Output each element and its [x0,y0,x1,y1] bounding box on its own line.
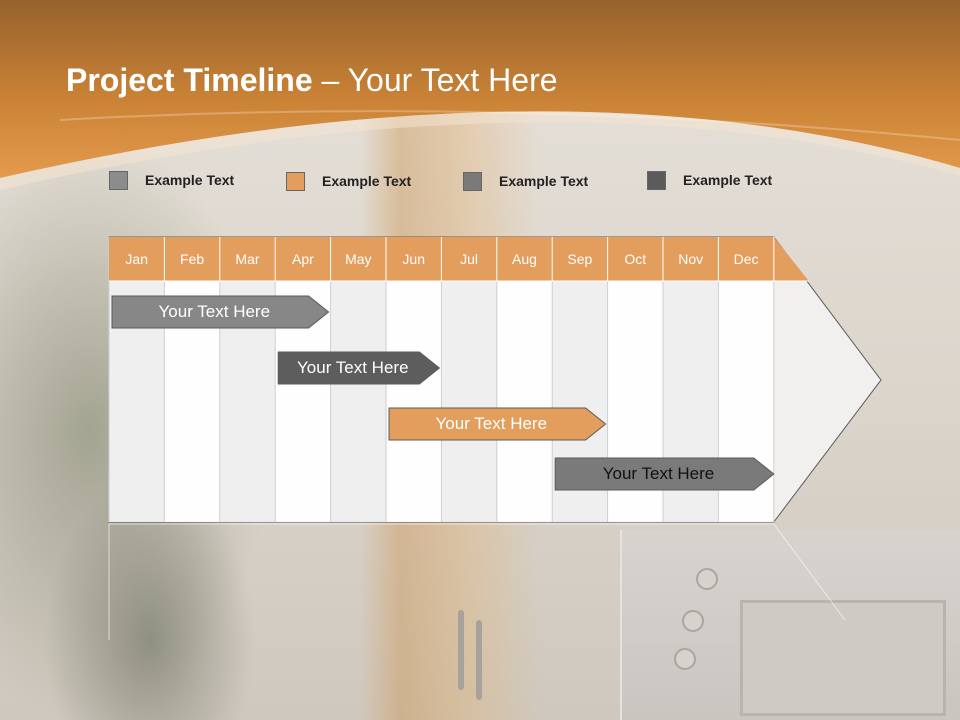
task-arrow [111,295,330,329]
month-column [496,281,553,522]
month-label: Apr [291,251,314,267]
task-label: Your Text Here [297,358,409,377]
reflection-line [773,523,846,621]
background-control-panel [740,600,946,716]
task-label: Your Text Here [602,464,715,483]
legend-swatch-icon [286,172,305,191]
background-knob [674,648,696,670]
month-header-row [109,237,809,281]
legend-label: Example Text [499,173,589,189]
month-label: Mar [235,251,260,267]
task-arrow [277,351,441,385]
page-title: Project Timeline – Your Text Here [66,62,558,99]
background-handle [458,610,464,690]
title-strong: Project Timeline [66,62,313,98]
month-label: May [345,251,372,267]
legend-swatch-icon [109,171,128,190]
legend-swatch-icon [647,171,666,190]
legend-swatch-icon [463,172,482,191]
task-arrow [388,407,607,441]
month-column [441,281,497,522]
header-band [0,0,960,190]
month-column [386,281,442,522]
month-label: Jul [460,251,479,267]
month-label: Jun [402,251,425,267]
title-rest: – Your Text Here [312,62,558,98]
month-label: Nov [678,251,704,267]
background-knob [696,568,718,590]
legend-label: Example Text [322,173,412,189]
month-label: Dec [733,251,759,267]
month-label: Aug [512,251,537,267]
task-label: Your Text Here [435,414,548,433]
month-label: Oct [624,251,647,267]
task-label: Your Text Here [158,302,271,321]
legend-label: Example Text [683,172,773,188]
month-label: Sep [567,251,593,267]
background-handle [476,620,482,700]
task-arrow [554,457,775,491]
legend-label: Example Text [145,172,235,188]
background-knob [682,610,704,632]
month-label: Jan [125,251,148,267]
month-column [330,281,386,522]
month-label: Feb [180,251,205,267]
